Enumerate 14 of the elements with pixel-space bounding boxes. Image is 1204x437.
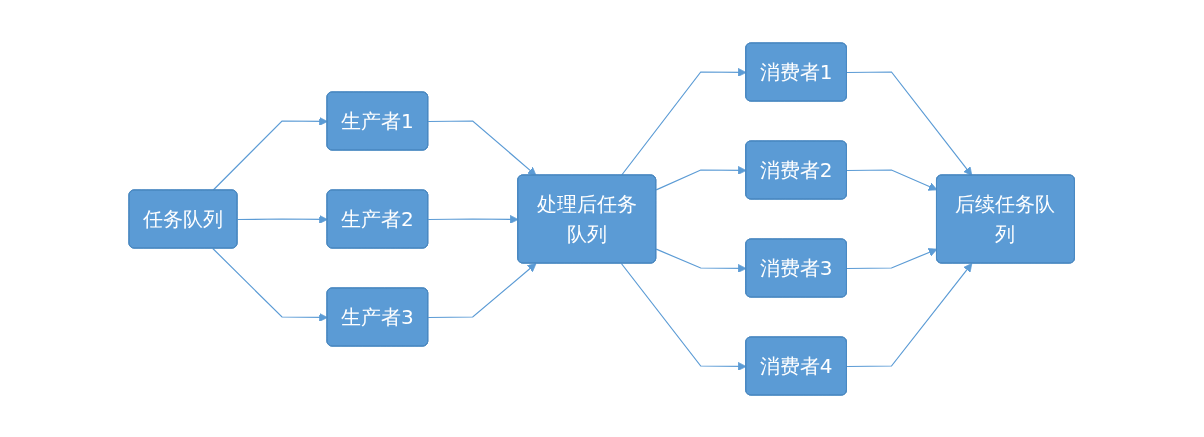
arrow: [621, 67, 747, 176]
arrow: [621, 262, 747, 371]
arrow: [427, 119, 537, 176]
arrow: [655, 248, 747, 273]
arrow: [212, 116, 329, 191]
arrow: [846, 168, 938, 191]
arrow: [846, 247, 938, 269]
arrow: [846, 70, 973, 176]
arrow: [846, 262, 973, 367]
arrow: [427, 214, 519, 224]
arrow: [655, 165, 747, 190]
arrow: [212, 247, 329, 322]
arrow: [427, 262, 537, 318]
arrow: [237, 214, 329, 224]
